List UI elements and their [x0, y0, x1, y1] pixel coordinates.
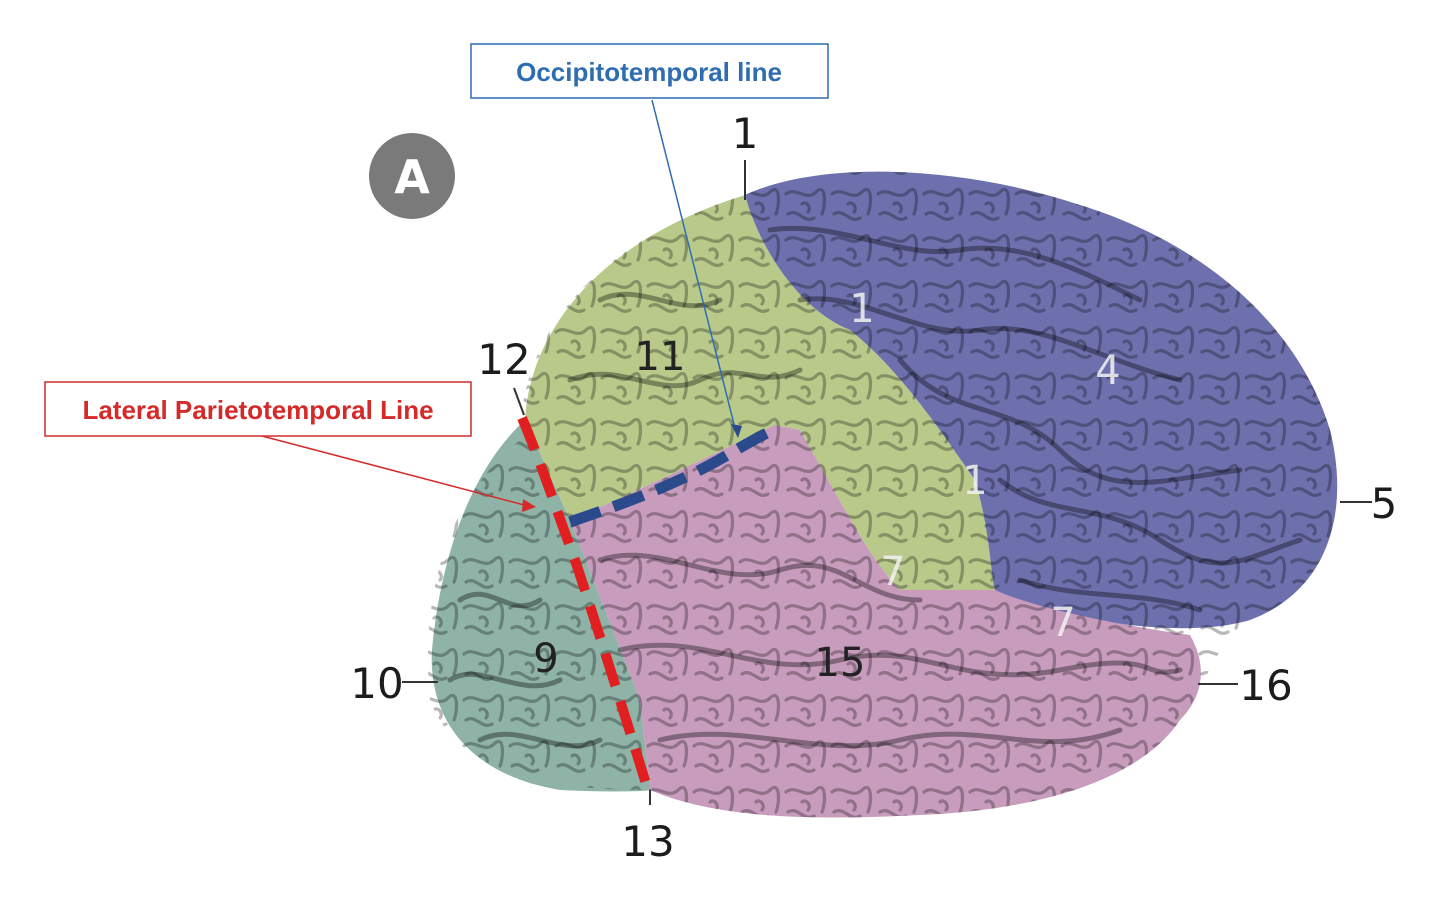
lateral-parietotemporal-callout: Lateral Parietotemporal Line: [44, 381, 472, 437]
sulci: [447, 225, 1303, 749]
label-9: 9: [533, 636, 558, 682]
occipitotemporal-callout: Occipitotemporal line: [470, 43, 829, 99]
label-7-a: 7: [880, 549, 905, 595]
leader-lines: [402, 160, 1372, 805]
occipitotemporal-arrowhead: [731, 424, 742, 438]
label-5: 5: [1371, 479, 1398, 528]
label-12: 12: [477, 335, 530, 384]
occipitotemporal-dashed-line: [568, 422, 781, 528]
occipitotemporal-callout-text: Occipitotemporal line: [516, 57, 782, 87]
lateral-parietotemporal-leader: [261, 435, 529, 507]
occipitotemporal-leader: [651, 99, 737, 433]
label-15: 15: [815, 640, 866, 686]
label-10: 10: [350, 659, 403, 708]
label-16: 16: [1239, 661, 1292, 710]
label-11: 11: [635, 334, 686, 380]
lateral-parietotemporal-dashed-line: [517, 416, 653, 792]
gyri-texture: [427, 171, 1338, 818]
label-1-b: 1: [962, 458, 987, 504]
lateral-parietotemporal-arrowhead: [522, 499, 536, 512]
label-1-a: 1: [849, 286, 874, 332]
label-1-top: 1: [732, 109, 759, 158]
panel-badge-letter: A: [394, 150, 430, 204]
label-7-b: 7: [1050, 600, 1075, 646]
label-13: 13: [621, 817, 674, 866]
label-4: 4: [1095, 348, 1120, 394]
panel-badge: A: [369, 133, 455, 219]
lateral-parietotemporal-callout-text: Lateral Parietotemporal Line: [82, 395, 433, 425]
